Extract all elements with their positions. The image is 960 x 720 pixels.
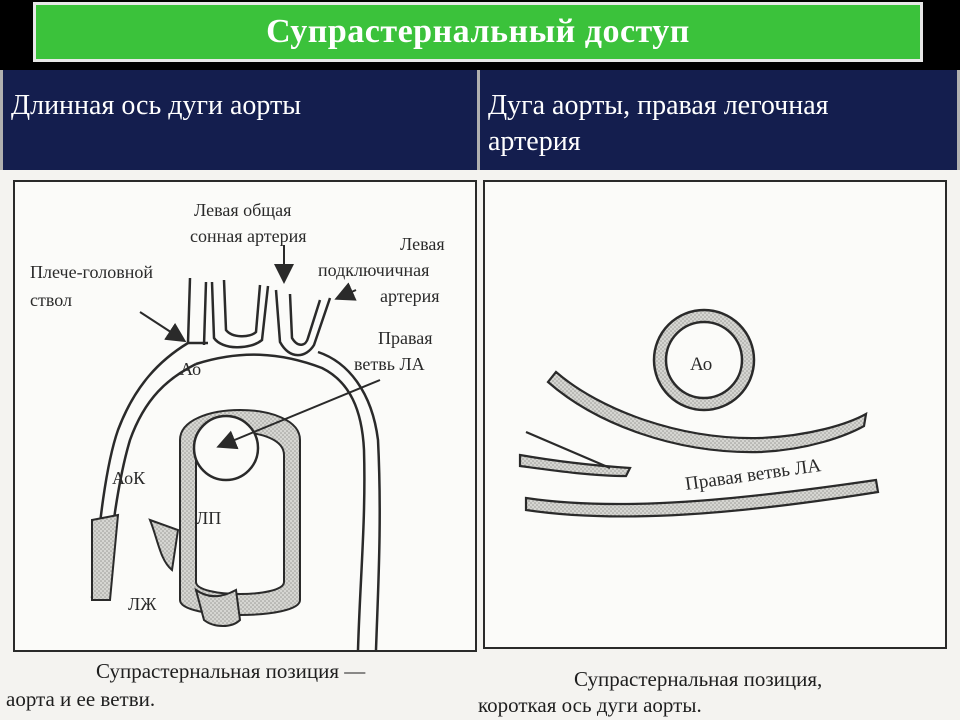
label-right-pa-2: ветвь ЛА [354,354,425,374]
right-pa-band-diagram [518,370,880,518]
label-left-common-carotid-1: Левая общая [194,200,291,220]
label-lzh: ЛЖ [128,594,157,614]
label-aok: АоК [112,468,146,488]
label-left-subclavian-2: подключичная [318,260,429,280]
label-left-common-carotid-2: сонная артерия [190,226,307,246]
label-ao-left: Ао [180,359,201,379]
left-caption-line2: аорта и ее ветви. [6,687,155,711]
label-left-subclavian-3: артерия [380,286,440,306]
header-right-cell: Дуга аорты, правая легочная артерия [480,70,960,170]
label-lp: ЛП [196,508,221,528]
label-ao-right: Ао [690,354,712,375]
label-right-pa-1: Правая [378,328,433,348]
right-figure-frame [483,180,947,649]
aorta-diagram [90,277,381,651]
left-caption-line1: Супрастернальная позиция — [96,659,366,683]
arrow-right-pa [216,379,381,450]
slide-title: Супрастернальный доступ [33,2,923,62]
label-brachiocephalic-1: Плече-головной [30,262,153,282]
label-brachiocephalic-2: ствол [30,290,72,310]
header-right-line2: артерия [488,126,581,157]
header-left-cell: Длинная ось дуги аорты [0,70,480,170]
arrow-brachiocephalic [139,311,187,343]
left-figure-arrows [139,245,381,450]
right-caption-line1: Супрастернальная позиция, [574,667,822,691]
label-left-subclavian-1: Левая [400,234,445,254]
left-atrium-diagram [91,409,301,627]
right-pa-circle [192,414,260,482]
header-table: Длинная ось дуги аорты Дуга аорты, права… [0,70,960,170]
aorta-ring-diagram [652,308,756,412]
right-caption-line2: короткая ось дуги аорты. [478,693,702,717]
header-right-line1: Дуга аорты, правая легочная [488,90,829,121]
arrow-subclavian [334,282,357,301]
